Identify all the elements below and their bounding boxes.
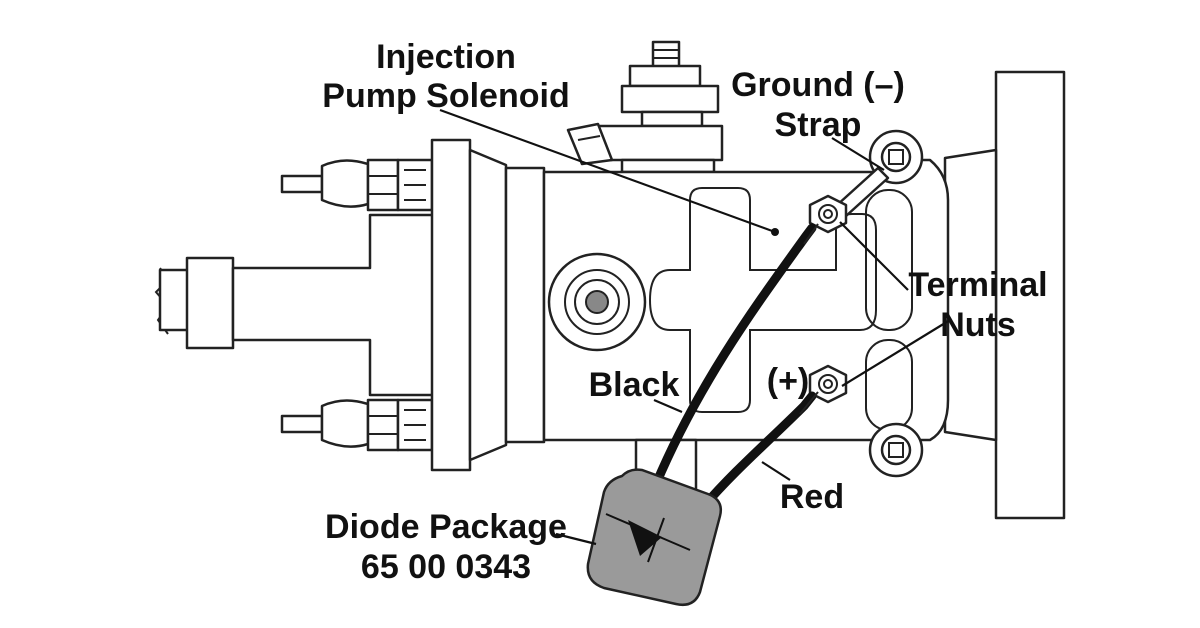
diode-package — [586, 468, 722, 606]
diode-package-label-line1: Diode Package — [325, 508, 567, 546]
diode-part-number: 65 00 0343 — [361, 548, 531, 586]
black-wire — [651, 223, 817, 489]
top-adjuster — [566, 40, 724, 174]
positive-label: (+) — [767, 362, 810, 400]
front-flange — [430, 138, 546, 472]
diode-icon — [605, 513, 691, 563]
red-wire — [699, 391, 817, 511]
black-wire-label: Black — [589, 366, 680, 404]
mounting-flange — [943, 70, 1066, 520]
terminal-nuts-label-line1: Terminal — [908, 266, 1047, 304]
upper-fuel-fitting — [280, 158, 434, 212]
terminal-nut-positive — [808, 364, 848, 404]
solenoid-label-line2: Pump Solenoid — [322, 77, 569, 115]
drive-shaft — [154, 213, 438, 397]
lower-fuel-fitting — [280, 398, 434, 452]
leader-lines — [439, 108, 951, 546]
solenoid-label-line1: Injection — [376, 38, 516, 76]
terminal-nut-ground — [808, 194, 848, 234]
red-wire-label: Red — [780, 478, 844, 516]
terminal-nuts-label-line2: Nuts — [940, 306, 1016, 344]
lower-bolt — [868, 422, 924, 478]
ground-strap-label-line2: Strap — [775, 106, 862, 144]
ground-strap-label-line1: Ground (–) — [731, 66, 905, 104]
shaft-cover — [547, 252, 647, 352]
